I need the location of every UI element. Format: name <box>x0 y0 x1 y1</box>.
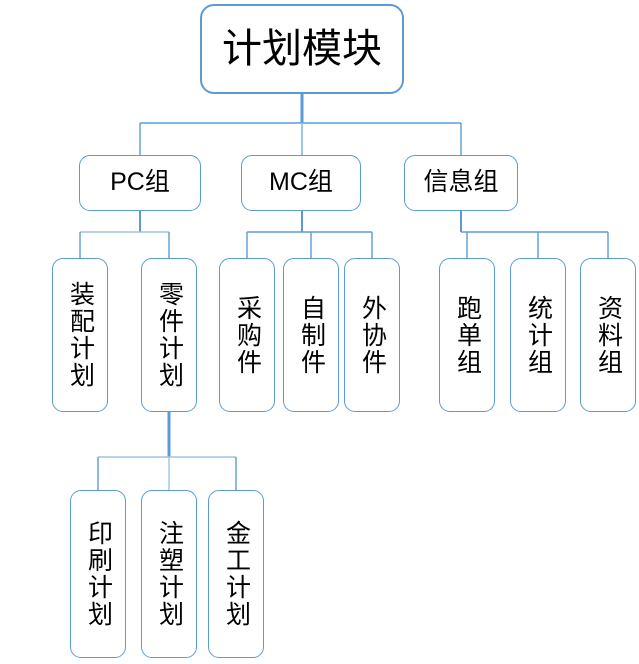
node-printing-plan-label: 印刷计划 <box>84 520 113 628</box>
node-assembly-plan-label: 装配计划 <box>66 281 95 389</box>
node-root[interactable]: 计划模块 <box>200 4 404 94</box>
node-statistics-group[interactable]: 统计组 <box>510 258 566 412</box>
node-parts-plan-label: 零件计划 <box>155 281 184 389</box>
node-pc-group-label: PC组 <box>110 168 170 197</box>
node-parts-plan[interactable]: 零件计划 <box>141 258 197 412</box>
node-printing-plan[interactable]: 印刷计划 <box>70 490 126 658</box>
node-mc-group[interactable]: MC组 <box>241 155 361 211</box>
node-selfmade-parts[interactable]: 自制件 <box>283 258 339 412</box>
node-root-label: 计划模块 <box>222 27 382 71</box>
node-statistics-group-label: 统计组 <box>524 294 553 376</box>
node-purchased-parts[interactable]: 采购件 <box>219 258 275 412</box>
node-outsourced-parts[interactable]: 外协件 <box>344 258 400 412</box>
node-archive-group-label: 资料组 <box>594 294 623 376</box>
node-runorder-group-label: 跑单组 <box>453 294 482 376</box>
node-metalwork-plan[interactable]: 金工计划 <box>208 490 264 658</box>
node-runorder-group[interactable]: 跑单组 <box>439 258 495 412</box>
node-info-group-label: 信息组 <box>423 168 499 197</box>
node-injection-plan[interactable]: 注塑计划 <box>141 490 197 658</box>
node-archive-group[interactable]: 资料组 <box>580 258 636 412</box>
node-injection-plan-label: 注塑计划 <box>155 520 184 628</box>
node-outsourced-parts-label: 外协件 <box>358 294 387 376</box>
node-assembly-plan[interactable]: 装配计划 <box>52 258 108 412</box>
node-metalwork-plan-label: 金工计划 <box>222 520 251 628</box>
node-purchased-parts-label: 采购件 <box>233 294 262 376</box>
node-pc-group[interactable]: PC组 <box>79 155 201 211</box>
node-info-group[interactable]: 信息组 <box>404 155 518 211</box>
node-mc-group-label: MC组 <box>269 168 333 197</box>
node-selfmade-parts-label: 自制件 <box>297 294 326 376</box>
